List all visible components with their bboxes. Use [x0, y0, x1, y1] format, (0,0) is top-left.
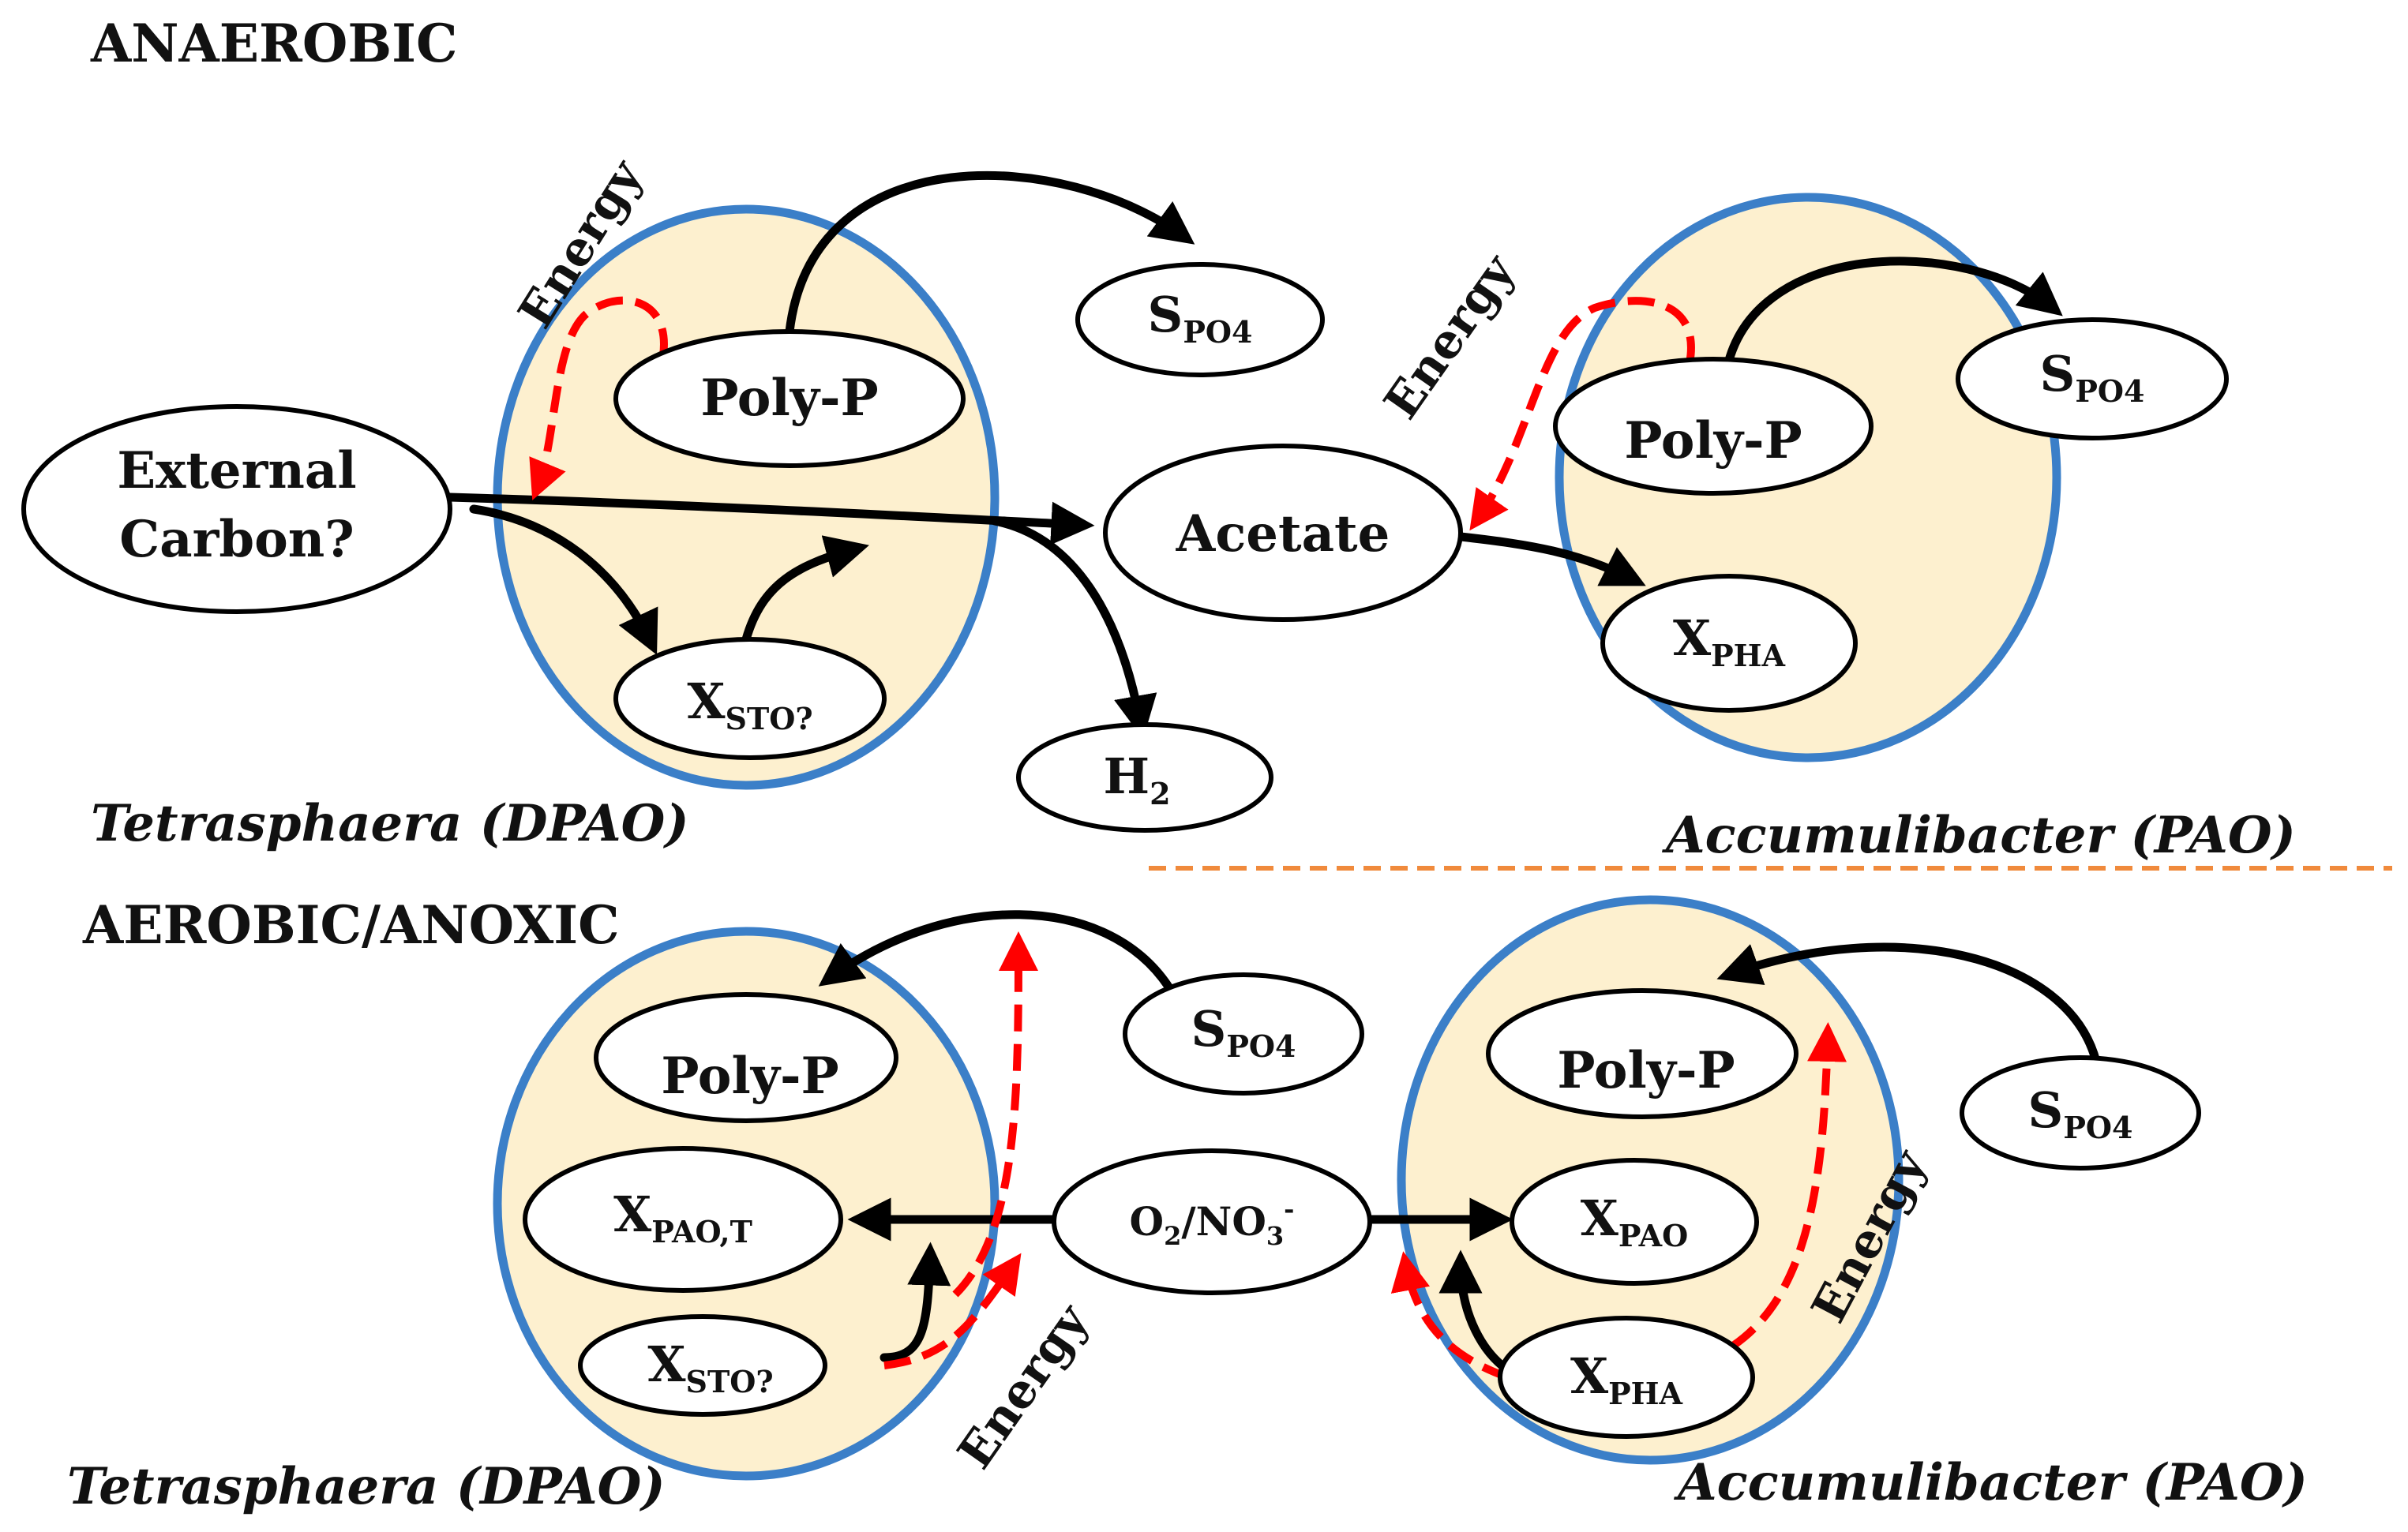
caption-accumulibacter-anaerobic: Accumulibacter (PAO): [1662, 806, 2296, 865]
svg-text:XPHA: XPHA: [1673, 609, 1786, 673]
caption-tetrasphaera-aerobic: Tetrasphaera (DPAO): [67, 1457, 666, 1516]
svg-text:Acetate: Acetate: [1176, 504, 1390, 564]
polyp-node-tetrasphaera-aerobic: Poly-P: [594, 992, 898, 1123]
spo4-node-accumulibacter-aerobic: SPO4: [1960, 1055, 2201, 1171]
svg-text:H2: H2: [1103, 747, 1170, 811]
svg-text:XPAO,T: XPAO,T: [613, 1186, 752, 1249]
caption-tetrasphaera-anaerobic: Tetrasphaera (DPAO): [91, 794, 689, 853]
h2-node: H2: [1016, 722, 1273, 833]
energy-arrow-accumulibacter-aerobic-long: [1731, 1022, 1847, 1350]
energy-arrow-tetrasphaera-aerobic-short: [883, 1253, 1022, 1369]
spo4-node-accumulibacter-anaerobic: SPO4: [1956, 317, 2229, 440]
energy-label-accumulibacter-anaerobic: Energy: [1374, 243, 1527, 429]
xsto-node-tetrasphaera-aerobic: XSTO?: [578, 1314, 827, 1417]
svg-text:XPHA: XPHA: [1570, 1347, 1683, 1411]
spo4-node-tetrasphaera-aerobic: SPO4: [1123, 972, 1364, 1096]
aerobic-heading: AEROBIC/ANOXIC: [82, 894, 620, 956]
xpao-node-accumulibacter-aerobic: XPAO: [1510, 1158, 1759, 1286]
arrow-spo4-to-polyp-dpao: [818, 910, 1173, 991]
xpha-node-accumulibacter-aerobic: XPHA: [1498, 1316, 1755, 1439]
arrow-acetate-to-xpha: [1456, 532, 1646, 586]
arrow-external-carbon-to-xsto: [469, 504, 658, 655]
polyp-node-accumulibacter-anaerobic: Poly-P: [1553, 357, 1874, 496]
arrow-polyp-to-spo4-pao: [1720, 257, 2063, 384]
svg-text:SPO4: SPO4: [1191, 1000, 1296, 1064]
svg-text:SPO4: SPO4: [2028, 1081, 2133, 1145]
svg-text:Poly-P: Poly-P: [661, 1047, 838, 1106]
svg-text:Poly-P: Poly-P: [1624, 411, 1802, 470]
xsto-node-tetrasphaera-anaerobic: XSTO?: [613, 637, 887, 760]
energy-arrow-accumulibacter-anaerobic: [1469, 297, 1695, 531]
energy-arrow-accumulibacter-aerobic-short: [1390, 1251, 1510, 1381]
oxidant-node: O2/NO3-: [1052, 1148, 1372, 1295]
caption-accumulibacter-aerobic: Accumulibacter (PAO): [1674, 1453, 2308, 1512]
svg-text:Poly-P: Poly-P: [1557, 1041, 1735, 1100]
svg-text:Poly-P: Poly-P: [700, 369, 878, 428]
acetate-node: Acetate: [1103, 444, 1463, 622]
svg-text:XPAO: XPAO: [1581, 1189, 1689, 1253]
arrow-to-h2: [990, 516, 1157, 740]
external-carbon-line2: Carbon?: [119, 510, 354, 569]
polyp-node-tetrasphaera-anaerobic: Poly-P: [613, 329, 966, 468]
svg-text:XSTO?: XSTO?: [647, 1335, 773, 1399]
external-carbon-node: External Carbon?: [21, 404, 452, 614]
xpao-t-node-tetrasphaera-aerobic: XPAO,T: [523, 1146, 843, 1293]
arrow-xsto-to-xpao-t: [880, 1242, 951, 1362]
arrow-spo4-to-polyp-pao: [1716, 942, 2101, 1066]
arrow-polyp-to-spo4: [785, 170, 1195, 336]
svg-text:SPO4: SPO4: [2040, 345, 2145, 409]
arrow-xsto-to-up: [741, 535, 869, 644]
spo4-node-tetrasphaera-anaerobic: SPO4: [1075, 262, 1325, 377]
svg-text:XSTO?: XSTO?: [687, 672, 812, 736]
polyp-node-accumulibacter-aerobic: Poly-P: [1486, 988, 1798, 1119]
xpha-node-accumulibacter-anaerobic: XPHA: [1600, 574, 1858, 713]
energy-arrow-tetrasphaera-anaerobic: [529, 296, 668, 500]
anaerobic-heading: ANAEROBIC: [90, 13, 458, 74]
svg-text:O2/NO3-: O2/NO3-: [1130, 1194, 1295, 1251]
svg-text:SPO4: SPO4: [1148, 286, 1253, 350]
external-carbon-line1: External: [117, 441, 356, 500]
